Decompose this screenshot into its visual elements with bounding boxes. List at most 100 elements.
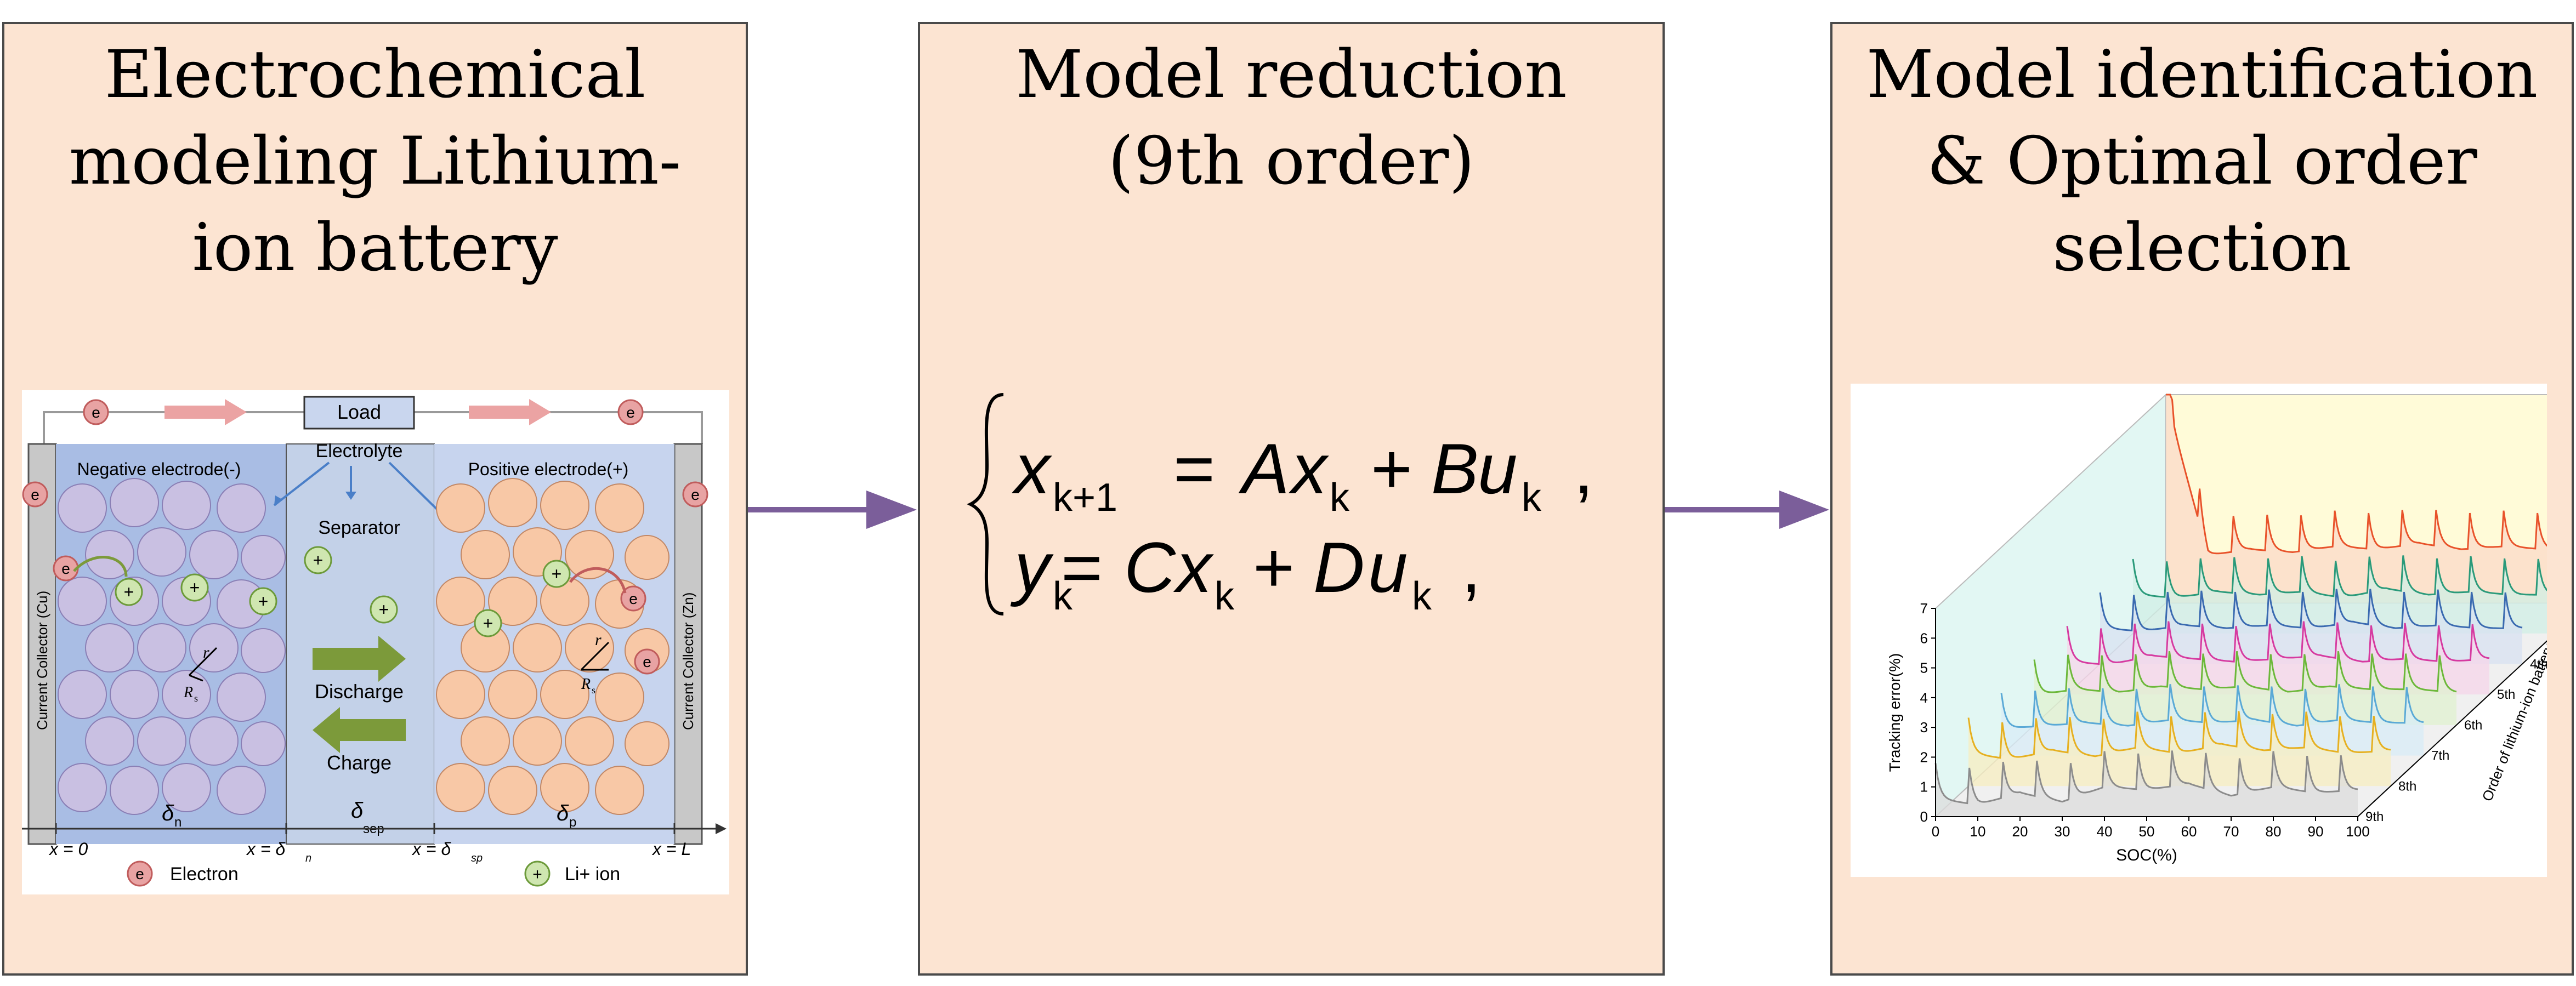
separator-label: Separator [318, 517, 400, 538]
series-line-7th [2000, 684, 2424, 728]
legend-li-ion: + Li+ ion [524, 860, 620, 887]
svg-text:e: e [626, 404, 635, 421]
panel-model-reduction: Model reduction (9th order) [918, 22, 1665, 976]
li-ion-signs: + + + + + + + [124, 550, 562, 633]
eq1-A: A [1238, 429, 1290, 509]
li-ions [115, 546, 571, 637]
battery-diagram: e e Load Current Collector (Cu) Current … [22, 390, 729, 894]
electrons-side [22, 481, 708, 675]
svg-text:e: e [643, 653, 651, 670]
svg-text:e: e [135, 865, 144, 882]
collector-left-label: Current Collector (Cu) [34, 591, 50, 730]
x-tick-label: 20 [2012, 823, 2028, 840]
eq2-x-sub: k [1215, 574, 1235, 618]
svg-text:Li+ ion: Li+ ion [565, 864, 620, 885]
order-label-8th: 8th [2398, 779, 2416, 794]
eq2-plus: + [1253, 527, 1295, 607]
arrow-2 [1665, 491, 1829, 529]
negative-particles [58, 478, 286, 815]
y-axis-title: Tracking error(%) [1886, 653, 1903, 772]
x-tick-label: 70 [2223, 823, 2239, 840]
svg-text:δ: δ [557, 801, 569, 825]
y-tick-label: 4 [1920, 689, 1928, 706]
x-tick-label: 40 [2097, 823, 2113, 840]
eq2-u: u [1368, 527, 1408, 607]
order-label-7th: 7th [2431, 749, 2449, 763]
svg-text:+: + [483, 613, 493, 633]
collector-right [673, 443, 703, 845]
x-axis-title: SOC(%) [2116, 846, 2177, 864]
eq1-plus: + [1371, 429, 1412, 509]
eq1-u-sub: k [1522, 476, 1542, 520]
charge-arrow [313, 707, 406, 753]
svg-text:+: + [124, 582, 134, 602]
eq1-x2-sub: k [1330, 476, 1350, 520]
left-brace [967, 393, 1004, 615]
eq1-x: x [1011, 429, 1052, 509]
series-line-3rd [2132, 555, 2547, 598]
eq2-y: y [1010, 527, 1054, 607]
charge-label: Charge [327, 751, 391, 774]
series-line-2nd [2166, 394, 2547, 555]
legend-electron: e Electron [127, 860, 239, 887]
eq2-y-sub: k [1053, 574, 1073, 618]
svg-text:x = 0: x = 0 [48, 839, 88, 859]
order-label-5th: 5th [2497, 687, 2515, 702]
svg-text:+: + [379, 600, 389, 619]
r-label-left: r [203, 643, 209, 662]
swirl-left [73, 556, 128, 577]
series-line-9th [1934, 750, 2358, 805]
tracking-error-chart: 2nd3rd4th5th6th7th8th9th0102030405060708… [1851, 384, 2547, 877]
eq2-x: x [1173, 527, 1214, 607]
svg-text:Electron: Electron [170, 864, 239, 885]
order-label-4th: 4th [2530, 657, 2547, 671]
arrow-1 [748, 491, 917, 529]
svg-text:n: n [174, 815, 181, 830]
svg-text:δ: δ [162, 801, 174, 825]
x-tick-label: 100 [2346, 823, 2369, 840]
svg-text:x = δ: x = δ [246, 839, 286, 859]
x-tick-label: 0 [1932, 823, 1939, 840]
negative-electrode-label: Negative electrode(-) [77, 459, 241, 479]
eq1-comma: , [1574, 429, 1593, 509]
eq2-D: D [1313, 527, 1365, 607]
svg-text:e: e [691, 486, 700, 503]
x-position-subs: n sp [305, 852, 483, 864]
eq2-equals: = [1061, 527, 1103, 607]
order-label-6th: 6th [2464, 718, 2482, 733]
eq2-u-sub: k [1412, 574, 1432, 618]
state-space-equation: x A x B u y C x D u = + , = + , k+1 k k … [967, 393, 1593, 618]
svg-text:+: + [532, 865, 542, 884]
svg-text:e: e [31, 486, 39, 503]
svg-text:sp: sp [471, 852, 483, 864]
series-line-6th [2033, 651, 2457, 693]
rs-sub-left: s [194, 693, 198, 704]
x-tick-label: 30 [2055, 823, 2070, 840]
current-arrow-right [469, 399, 551, 425]
y-tick-label: 3 [1920, 719, 1928, 736]
eq1-B: B [1431, 429, 1479, 509]
radius-annotation-right [580, 641, 610, 671]
svg-text:n: n [305, 852, 311, 864]
x-tick-label: 90 [2308, 823, 2324, 840]
svg-text:+: + [190, 578, 200, 597]
eq2-C: C [1124, 527, 1176, 607]
eq1-x2: x [1288, 429, 1329, 509]
series-fill-9th [1936, 750, 2358, 817]
panel-3-title: Model identification & Optimal order sel… [1866, 37, 2538, 286]
rs-label-right: R [581, 676, 591, 693]
panel-2-title: Model reduction (9th order) [1015, 37, 1567, 200]
svg-text:e: e [629, 590, 638, 607]
svg-text:e: e [61, 560, 70, 577]
svg-text:x = δ: x = δ [411, 839, 451, 859]
svg-text:e: e [92, 404, 100, 421]
order-label-9th: 9th [2365, 810, 2384, 824]
x-position-labels: x = 0 x = δ x = δ x = L [48, 839, 691, 859]
collector-right-label: Current Collector (Zn) [680, 592, 696, 730]
y-tick-label: 7 [1920, 600, 1928, 617]
series-line-5th [2066, 621, 2490, 665]
rs-sub-right: s [592, 685, 595, 696]
z-axis-line [2357, 640, 2547, 817]
discharge-arrow [313, 636, 406, 682]
load-box [303, 396, 415, 430]
